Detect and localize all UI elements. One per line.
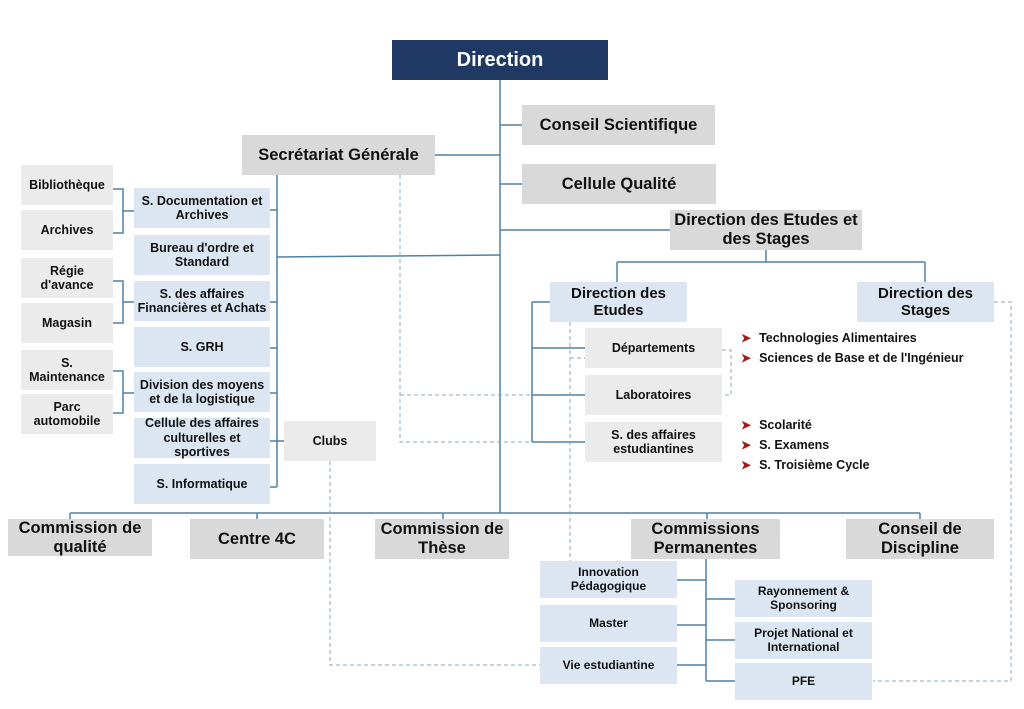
etudes-unit-label: Départements xyxy=(611,340,696,355)
service-label: Cellule des affaires culturelles et spor… xyxy=(145,416,259,460)
commission-label: Commission de qualité xyxy=(18,518,142,556)
solid-connectors xyxy=(69,80,926,682)
service-box[interactable]: Division des moyens et de la logistique xyxy=(134,372,270,412)
permanente-box[interactable]: Projet National et International xyxy=(735,622,872,659)
permanente-box[interactable]: PFE xyxy=(735,663,872,700)
service-box[interactable]: Cellule des affaires culturelles et spor… xyxy=(134,416,270,460)
bullet-label: Scolarité xyxy=(759,418,812,432)
permanente-label: Master xyxy=(589,615,628,630)
direction-etudes-label: Direction des Etudes xyxy=(570,284,667,319)
sub-unit-box[interactable]: Magasin xyxy=(21,303,113,343)
permanente-box[interactable]: Vie estudiantine xyxy=(540,647,677,684)
service-box[interactable]: S. des affaires Financières et Achats xyxy=(134,281,270,321)
direction-stages-box[interactable]: Direction des Stages xyxy=(857,282,994,322)
service-label: S. Documentation et Archives xyxy=(141,193,263,222)
permanente-label: Innovation Pédagogique xyxy=(570,564,647,593)
sub-unit-box[interactable]: Régie d'avance xyxy=(21,258,113,298)
direction-etudes-stages-box[interactable]: Direction des Etudes et des Stages xyxy=(670,210,862,250)
bullet-label: Technologies Alimentaires xyxy=(759,331,917,345)
arrowhead-right-icon: ➤ xyxy=(741,438,752,452)
commission-label: Commissions Permanentes xyxy=(651,520,760,557)
direction-etudes-box[interactable]: Direction des Etudes xyxy=(550,282,687,322)
bullet-item: ➤ Scolarité xyxy=(741,418,812,432)
cellule-qualite-box[interactable]: Cellule Qualité xyxy=(522,164,716,204)
sub-unit-label: Bibliothèque xyxy=(29,177,105,192)
commission-label: Centre 4C xyxy=(218,529,296,548)
bullet-item: ➤ Sciences de Base et de l'Ingénieur xyxy=(741,351,964,365)
service-label: S. des affaires Financières et Achats xyxy=(137,286,267,315)
secretariat-box[interactable]: Secrétariat Générale xyxy=(242,135,435,175)
dashed-connectors xyxy=(329,175,1012,682)
sub-unit-label: Archives xyxy=(40,222,94,237)
sub-unit-label: Magasin xyxy=(41,315,92,330)
commission-box[interactable]: Conseil de Discipline xyxy=(846,519,994,559)
service-label: S. Informatique xyxy=(156,476,248,491)
etudes-unit-box[interactable]: S. des affaires estudiantines xyxy=(585,422,722,462)
service-box[interactable]: Bureau d'ordre et Standard xyxy=(134,235,270,275)
permanente-label: Projet National et International xyxy=(754,625,853,654)
bullet-item: ➤ Technologies Alimentaires xyxy=(741,331,917,345)
commission-box[interactable]: Commissions Permanentes xyxy=(631,519,780,559)
sub-unit-label: Régie d'avance xyxy=(40,263,94,292)
clubs-box[interactable]: Clubs xyxy=(284,421,376,461)
sub-unit-box[interactable]: Archives xyxy=(21,210,113,250)
sub-unit-box[interactable]: Parc automobile xyxy=(21,394,113,434)
permanente-box[interactable]: Innovation Pédagogique xyxy=(540,561,677,598)
arrowhead-right-icon: ➤ xyxy=(741,331,752,345)
bullet-label: Sciences de Base et de l'Ingénieur xyxy=(759,351,964,365)
permanente-box[interactable]: Rayonnement & Sponsoring xyxy=(735,580,872,617)
etudes-unit-label: S. des affaires estudiantines xyxy=(611,427,696,456)
direction-box[interactable]: Direction xyxy=(392,40,608,80)
sub-unit-label: S. Maintenance xyxy=(29,355,105,384)
bullet-item: ➤ S. Troisième Cycle xyxy=(741,458,870,472)
service-box[interactable]: S. Informatique xyxy=(134,464,270,504)
commission-box[interactable]: Commission de Thèse xyxy=(375,519,509,559)
bullet-item: ➤ S. Examens xyxy=(741,438,829,452)
bullet-label: S. Troisième Cycle xyxy=(759,458,870,472)
sub-unit-box[interactable]: S. Maintenance xyxy=(21,350,113,390)
direction-label: Direction xyxy=(456,48,544,71)
permanente-label: Vie estudiantine xyxy=(562,657,655,672)
commission-box[interactable]: Commission de qualité xyxy=(8,519,152,556)
clubs-label: Clubs xyxy=(312,433,348,448)
permanente-label: PFE xyxy=(791,673,816,688)
commission-label: Conseil de Discipline xyxy=(878,520,962,557)
cellule-qualite-label: Cellule Qualité xyxy=(561,174,677,193)
service-label: Bureau d'ordre et Standard xyxy=(150,240,254,269)
commission-box[interactable]: Centre 4C xyxy=(190,519,324,559)
direction-etudes-stages-label: Direction des Etudes et des Stages xyxy=(674,211,858,248)
service-box[interactable]: S. GRH xyxy=(134,327,270,367)
direction-stages-label: Direction des Stages xyxy=(877,284,974,319)
etudes-unit-box[interactable]: Laboratoires xyxy=(585,375,722,415)
commission-label: Commission de Thèse xyxy=(380,520,504,557)
etudes-unit-label: Laboratoires xyxy=(615,387,692,402)
secretariat-label: Secrétariat Générale xyxy=(258,145,419,164)
service-label: S. GRH xyxy=(180,339,224,354)
arrowhead-right-icon: ➤ xyxy=(741,351,752,365)
service-box[interactable]: S. Documentation et Archives xyxy=(134,188,270,228)
conseil-scientifique-box[interactable]: Conseil Scientifique xyxy=(522,105,715,145)
permanente-label: Rayonnement & Sponsoring xyxy=(757,583,850,612)
bullet-label: S. Examens xyxy=(759,438,830,452)
arrowhead-right-icon: ➤ xyxy=(741,418,752,432)
etudes-unit-box[interactable]: Départements xyxy=(585,328,722,368)
sub-unit-label: Parc automobile xyxy=(33,399,101,428)
arrowhead-right-icon: ➤ xyxy=(741,458,752,472)
sub-unit-box[interactable]: Bibliothèque xyxy=(21,165,113,205)
permanente-box[interactable]: Master xyxy=(540,605,677,642)
service-label: Division des moyens et de la logistique xyxy=(139,377,265,406)
conseil-scientifique-label: Conseil Scientifique xyxy=(539,115,698,134)
